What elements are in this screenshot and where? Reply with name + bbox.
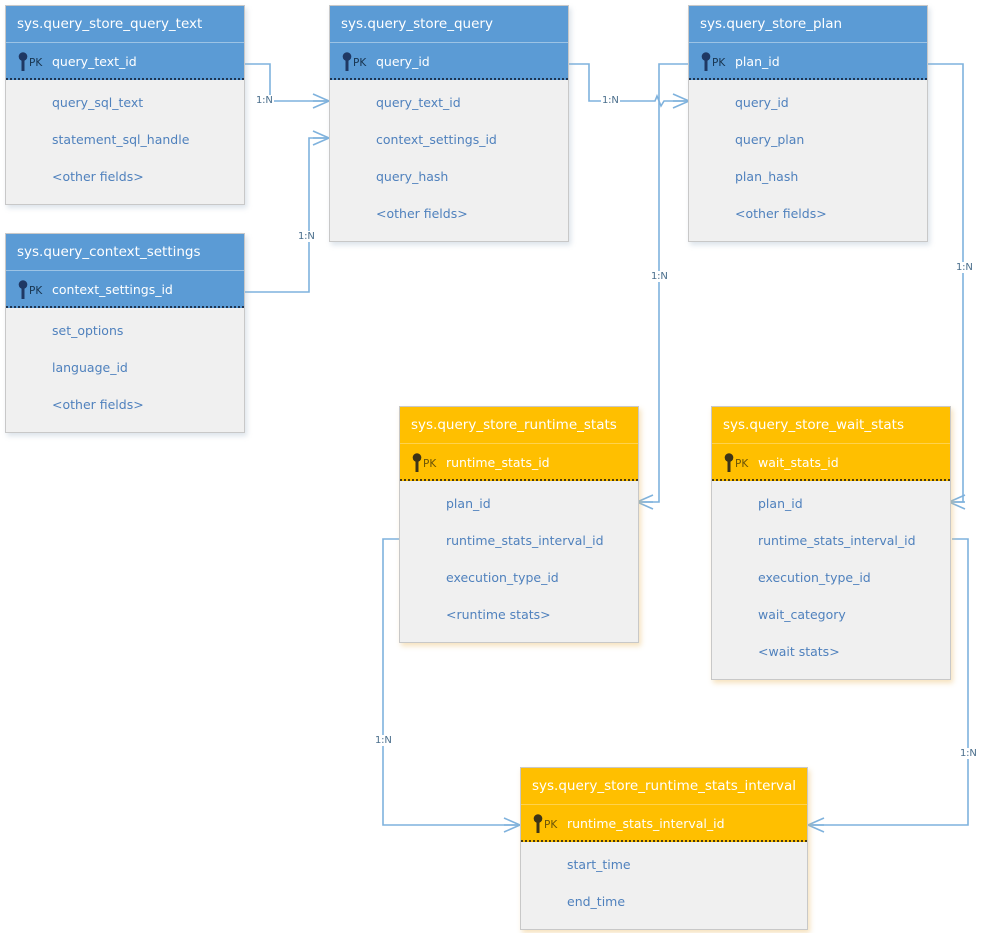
field-row[interactable]: <other fields>: [376, 206, 468, 221]
table-fields: query_id query_plan plan_hash <other fie…: [689, 80, 927, 241]
pk-field-name: query_id: [376, 54, 430, 69]
table-title: sys.query_store_query: [330, 6, 568, 43]
pk-tag: PK: [735, 458, 749, 470]
field-row[interactable]: end_time: [567, 894, 626, 909]
field-row[interactable]: query_hash: [376, 169, 449, 184]
field-row[interactable]: query_text_id: [376, 95, 461, 110]
field-row[interactable]: runtime_stats_interval_id: [446, 533, 604, 548]
table-title: sys.query_store_query_text: [6, 6, 244, 43]
relationship-r4: [635, 63, 688, 510]
table-title: sys.query_store_runtime_stats: [400, 407, 638, 444]
table-fields: query_text_id context_settings_id query_…: [330, 80, 568, 241]
key-icon: [342, 52, 352, 71]
field-row[interactable]: wait_category: [758, 607, 846, 622]
relationship-r3: [569, 63, 691, 109]
cardinality-label-r1: 1:N: [255, 95, 274, 106]
table-title: sys.query_context_settings: [6, 234, 244, 271]
primary-key-row[interactable]: PK query_text_id: [6, 43, 244, 80]
primary-key-row[interactable]: PK context_settings_id: [6, 271, 244, 308]
pk-field-name: runtime_stats_id: [446, 455, 550, 470]
field-row[interactable]: start_time: [567, 857, 631, 872]
table-query-store-plan[interactable]: sys.query_store_plan PK plan_id query_id…: [688, 5, 928, 242]
pk-field-name: context_settings_id: [52, 282, 173, 297]
pk-tag: PK: [544, 819, 558, 831]
table-fields: start_time end_time: [521, 842, 807, 929]
field-row[interactable]: plan_id: [758, 496, 803, 511]
field-row[interactable]: <other fields>: [52, 169, 144, 184]
table-query-store-runtime-stats[interactable]: sys.query_store_runtime_stats PK runtime…: [399, 406, 639, 643]
pk-tag: PK: [423, 458, 437, 470]
relationship-r2: [245, 130, 331, 293]
field-row[interactable]: plan_hash: [735, 169, 799, 184]
table-query-context-settings[interactable]: sys.query_context_settings PK context_se…: [5, 233, 245, 433]
pk-field-name: runtime_stats_interval_id: [567, 816, 725, 831]
pk-field-name: query_text_id: [52, 54, 137, 69]
field-row[interactable]: execution_type_id: [446, 570, 559, 585]
primary-key-row[interactable]: PK runtime_stats_interval_id: [521, 805, 807, 842]
pk-tag: PK: [29, 285, 43, 297]
primary-key-row[interactable]: PK plan_id: [689, 43, 927, 80]
field-row[interactable]: query_sql_text: [52, 95, 144, 110]
table-title: sys.query_store_wait_stats: [712, 407, 950, 444]
table-fields: plan_id runtime_stats_interval_id execut…: [400, 481, 638, 642]
field-row[interactable]: context_settings_id: [376, 132, 497, 147]
pk-field-name: wait_stats_id: [758, 455, 839, 470]
cardinality-label-r6: 1:N: [374, 735, 393, 746]
pk-tag: PK: [712, 57, 726, 69]
table-query-store-query[interactable]: sys.query_store_query PK query_id query_…: [329, 5, 569, 242]
key-icon: [18, 52, 28, 71]
pk-field-name: plan_id: [735, 54, 780, 69]
table-query-store-query-text[interactable]: sys.query_store_query_text PK query_text…: [5, 5, 245, 205]
key-icon: [412, 453, 422, 472]
primary-key-row[interactable]: PK query_id: [330, 43, 568, 80]
field-row[interactable]: <wait stats>: [758, 644, 840, 659]
cardinality-label-r5: 1:N: [955, 262, 974, 273]
table-query-store-wait-stats[interactable]: sys.query_store_wait_stats PK wait_stats…: [711, 406, 951, 680]
field-row[interactable]: plan_id: [446, 496, 491, 511]
table-title: sys.query_store_plan: [689, 6, 927, 43]
field-row[interactable]: <other fields>: [735, 206, 827, 221]
table-title: sys.query_store_runtime_stats_interval: [521, 768, 807, 805]
pk-tag: PK: [29, 57, 43, 69]
field-row[interactable]: set_options: [52, 323, 124, 338]
field-row[interactable]: execution_type_id: [758, 570, 871, 585]
field-row[interactable]: statement_sql_handle: [52, 132, 190, 147]
pk-tag: PK: [353, 57, 367, 69]
key-icon: [533, 814, 543, 833]
key-icon: [701, 52, 711, 71]
table-fields: plan_id runtime_stats_interval_id execut…: [712, 481, 950, 679]
cardinality-label-r7: 1:N: [959, 748, 978, 759]
table-query-store-runtime-stats-interval[interactable]: sys.query_store_runtime_stats_interval P…: [520, 767, 808, 930]
table-fields: set_options language_id <other fields>: [6, 308, 244, 432]
primary-key-row[interactable]: PK wait_stats_id: [712, 444, 950, 481]
key-icon: [724, 453, 734, 472]
cardinality-label-r3: 1:N: [601, 95, 620, 106]
field-row[interactable]: query_id: [735, 95, 789, 110]
cardinality-label-r2: 1:N: [297, 231, 316, 242]
field-row[interactable]: query_plan: [735, 132, 805, 147]
field-row[interactable]: runtime_stats_interval_id: [758, 533, 916, 548]
key-icon: [18, 280, 28, 299]
field-row[interactable]: <other fields>: [52, 397, 144, 412]
table-fields: query_sql_text statement_sql_handle <oth…: [6, 80, 244, 204]
primary-key-row[interactable]: PK runtime_stats_id: [400, 444, 638, 481]
field-row[interactable]: language_id: [52, 360, 128, 375]
cardinality-label-r4: 1:N: [650, 271, 669, 282]
field-row[interactable]: <runtime stats>: [446, 607, 551, 622]
